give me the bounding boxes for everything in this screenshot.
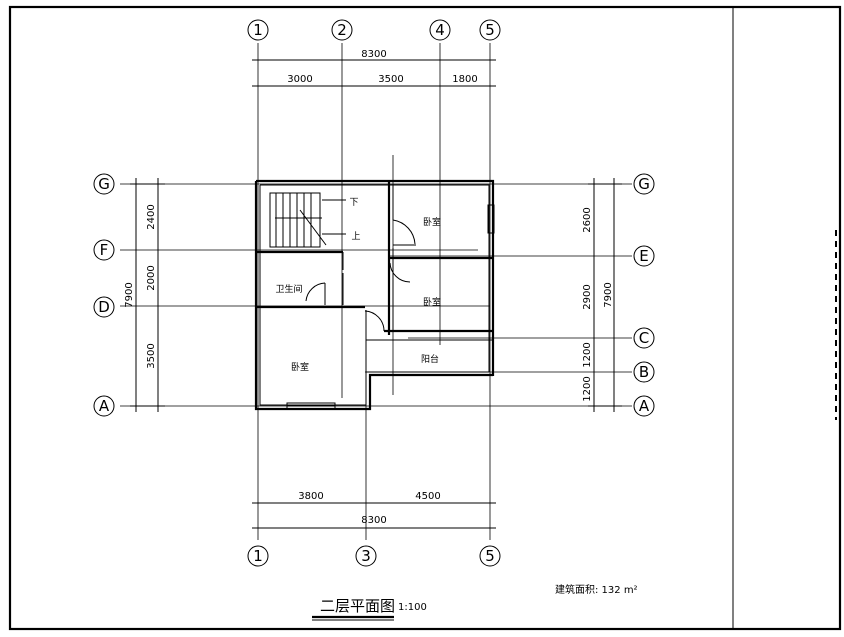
- dimension-chains: [130, 59, 622, 529]
- dimension-label: 3000: [287, 74, 312, 85]
- dimension-label: 8300: [361, 515, 386, 526]
- axis-bubbles-top: 1 2 4 5: [247, 19, 501, 41]
- axis-label: 4: [435, 21, 445, 39]
- axis-bubbles-left: G F D A: [93, 173, 115, 417]
- door-swings: [305, 219, 416, 332]
- windows: [286, 204, 495, 410]
- plan-title: 二层平面图: [320, 597, 395, 615]
- drawing-title: 二层平面图 1:100: [312, 597, 427, 621]
- axis-label: 1: [253, 547, 263, 565]
- axis-label: E: [639, 247, 648, 265]
- grid-lines: [120, 43, 632, 540]
- sheet-frame: [8, 5, 842, 631]
- dimension-label: 2900: [582, 284, 593, 309]
- dimension-label: 4500: [415, 491, 440, 502]
- room-label: 卫生间: [275, 283, 302, 295]
- stair-label: 上: [351, 231, 360, 242]
- stair-label: 下: [349, 198, 358, 208]
- dimension-label: 1800: [452, 74, 477, 85]
- room-label: 卧室: [423, 216, 441, 228]
- axis-label: A: [639, 397, 650, 415]
- axis-label: 1: [253, 21, 263, 39]
- axis-label: G: [98, 175, 110, 193]
- area-note: 建筑面积: 132 m²: [555, 583, 638, 596]
- axis-label: A: [99, 397, 110, 415]
- axis-label: C: [639, 329, 649, 347]
- room-label: 卧室: [291, 361, 309, 373]
- axis-label: 3: [361, 547, 371, 565]
- dimension-label: 3500: [146, 343, 157, 368]
- dimension-label: 7900: [124, 282, 135, 307]
- room-labels: 卧室 卧室 卫生间 卧室 阳台 下 上: [275, 198, 441, 373]
- axis-bubbles-bottom: 1 3 5: [247, 545, 501, 567]
- axis-label: B: [639, 363, 649, 381]
- room-label: 阳台: [421, 353, 439, 365]
- dimension-label: 2000: [146, 265, 157, 290]
- axis-label: G: [638, 175, 650, 193]
- dimension-labels: 8300 3000 3500 1800 3800 4500 8300 7900 …: [124, 49, 614, 526]
- axis-bubbles-right: G E C B A: [633, 173, 655, 417]
- stair-symbol: [269, 192, 346, 248]
- axis-label: 2: [337, 21, 347, 39]
- axis-label: D: [98, 298, 110, 316]
- dimension-label: 2600: [582, 207, 593, 232]
- axis-label: 5: [485, 21, 495, 39]
- dimension-label: 7900: [603, 282, 614, 307]
- dimension-label: 1200: [582, 342, 593, 367]
- dimension-label: 2400: [146, 204, 157, 229]
- dimension-label: 8300: [361, 49, 386, 60]
- dimension-label: 3500: [378, 74, 403, 85]
- axis-label: 5: [485, 547, 495, 565]
- dimension-label: 1200: [582, 376, 593, 401]
- walls: [254, 179, 495, 411]
- plan-scale: 1:100: [398, 602, 427, 613]
- axis-label: F: [100, 241, 109, 259]
- room-label: 卧室: [423, 296, 441, 308]
- dimension-label: 3800: [298, 491, 323, 502]
